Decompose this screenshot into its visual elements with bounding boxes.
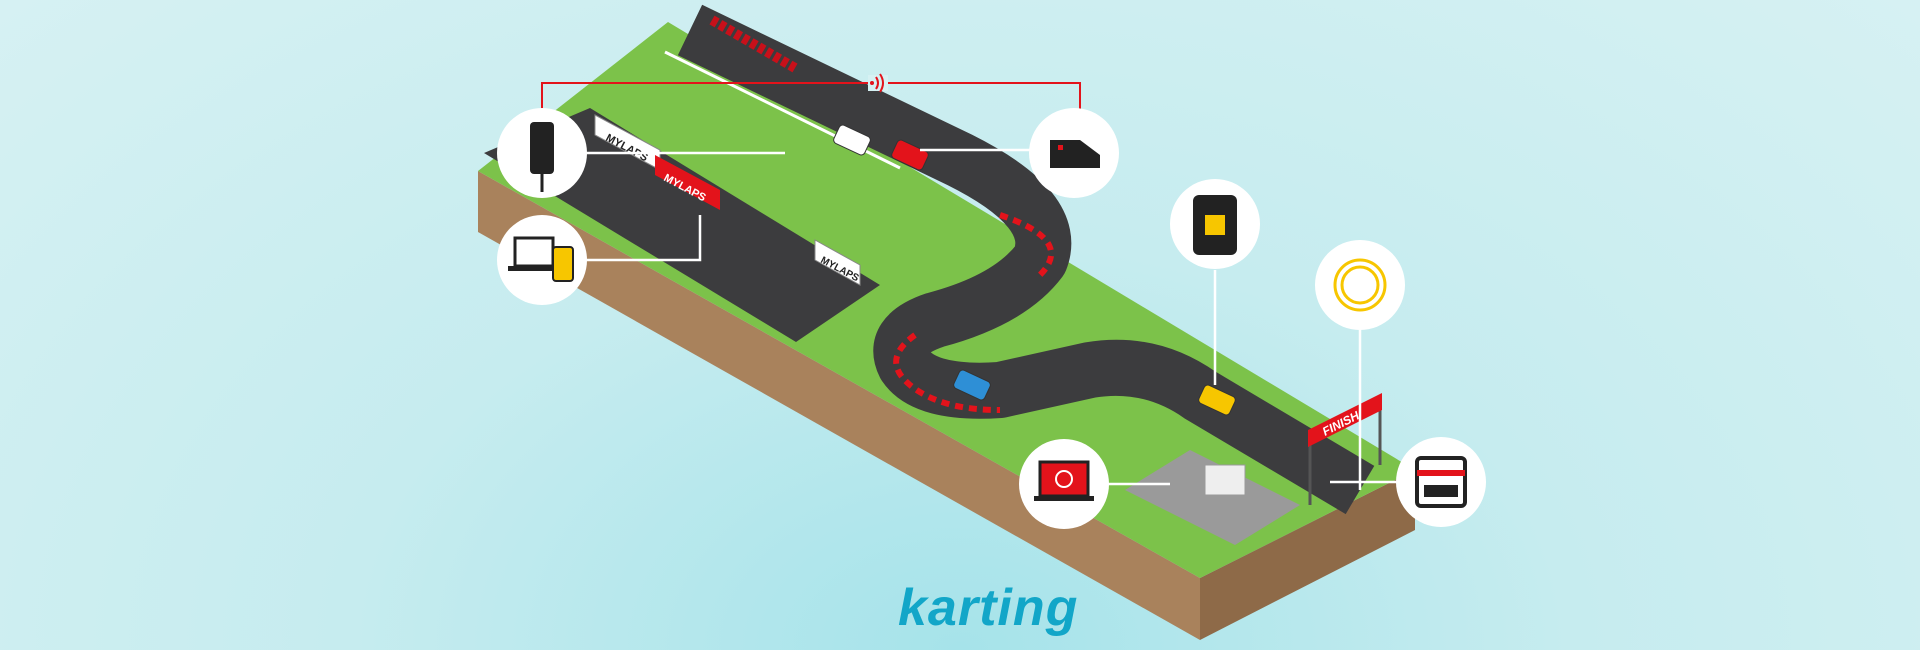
- dirt-left-face: [478, 171, 1200, 640]
- tire-wall: [709, 15, 798, 73]
- karting-title: karting: [898, 579, 1079, 637]
- kart-white: [833, 124, 871, 156]
- dirt-right-face: [1200, 470, 1415, 640]
- timing-area: [1125, 450, 1300, 545]
- kart-yellow: [1198, 384, 1236, 416]
- kart-red: [891, 139, 929, 171]
- transponder-car-icon: [1029, 108, 1119, 198]
- loop-cable-icon: [1315, 240, 1405, 330]
- kart-blue: [953, 369, 991, 401]
- track-kerb: [893, 332, 1001, 413]
- connector-lines: [585, 148, 1397, 490]
- software-laptop-icon: [1019, 439, 1109, 529]
- transponder-icon: [1170, 179, 1260, 269]
- scoreboard-icon: [1396, 437, 1486, 527]
- wifi-icon: [868, 73, 888, 93]
- decoder-icon: [497, 108, 587, 198]
- track-kerb: [999, 212, 1054, 278]
- timing-table: [1204, 464, 1246, 496]
- signal-wire: [541, 82, 1081, 118]
- app-and-laptop-icon: [497, 215, 587, 305]
